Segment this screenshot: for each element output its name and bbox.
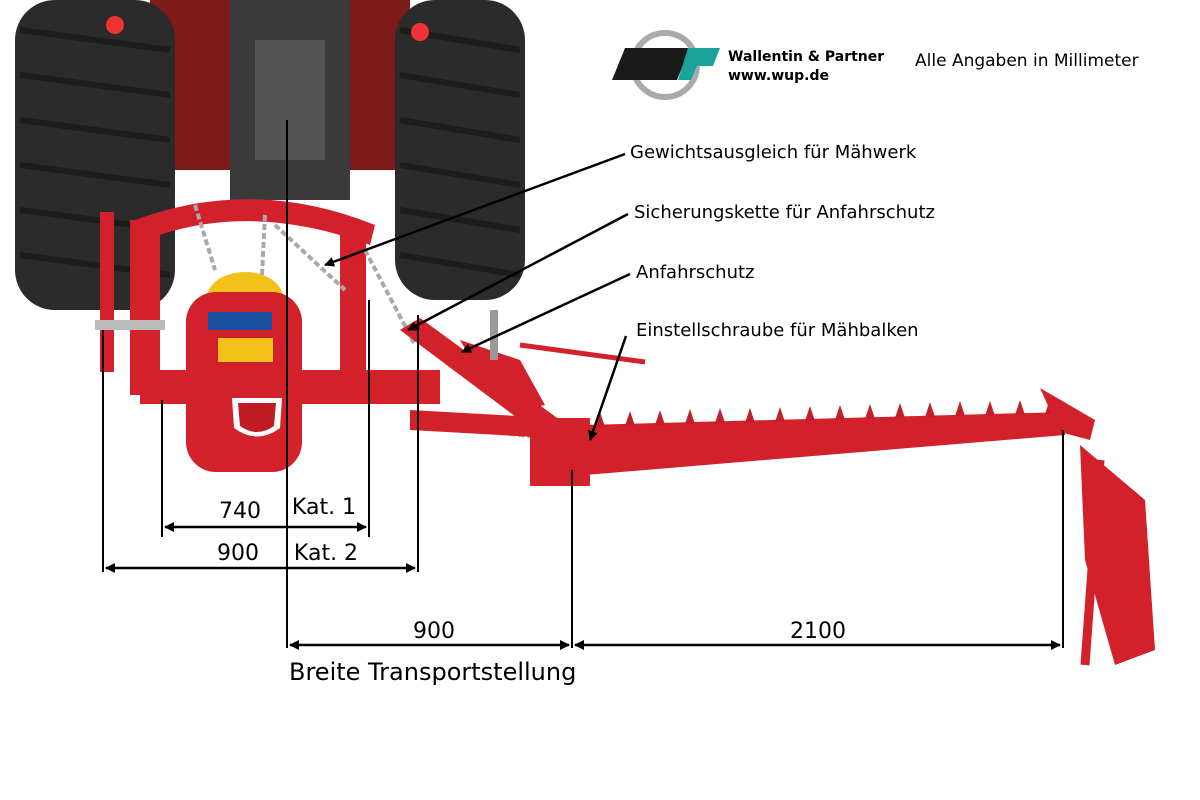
- fpm-emblem-icon: [232, 398, 282, 437]
- logo-company-name: Wallentin & Partner: [728, 49, 884, 65]
- callout-leader-chain: [407, 212, 629, 332]
- dimension-value-cat2: 900: [217, 541, 259, 566]
- dimension-value-cutwidth: 2100: [790, 619, 846, 644]
- dimension-note-cat1: Kat. 1: [292, 495, 356, 520]
- dimension-cutwidth: 2100: [574, 619, 1061, 650]
- units-note: Alle Angaben in Millimeter: [915, 51, 1139, 71]
- callout-leader-weight: [324, 152, 626, 267]
- dimension-cat1: 740 Kat. 1: [164, 495, 367, 532]
- tractor-tire-right-icon: [395, 0, 525, 300]
- callout-weight: Gewichtsausgleich für Mähwerk: [324, 142, 917, 267]
- callout-label-guard: Anfahrschutz: [636, 262, 755, 283]
- dimension-value-cat1: 740: [219, 499, 261, 524]
- dimension-offset: 900: [289, 619, 570, 650]
- callout-guard: Anfahrschutz: [461, 262, 755, 354]
- callout-screw: Einstellschraube für Mähbalken: [588, 320, 919, 441]
- extension-lines: [102, 120, 1064, 648]
- logo-w-icon: [612, 48, 690, 80]
- callout-leader-guard: [461, 272, 631, 354]
- company-logo: Wallentin & Partner www.wup.de: [612, 30, 884, 100]
- dimension-value-offset: 900: [413, 619, 455, 644]
- callout-chain: Sicherungskette für Anfahrschutz: [407, 202, 935, 332]
- cutter-bar-icon: [585, 388, 1155, 666]
- dimension-cat2: 900 Kat. 2: [105, 541, 416, 573]
- callout-label-chain: Sicherungskette für Anfahrschutz: [634, 202, 935, 223]
- logo-p-icon: [678, 48, 720, 80]
- transport-label: Breite Transportstellung: [289, 658, 576, 686]
- tractor-illustration: [15, 0, 525, 310]
- callout-label-screw: Einstellschraube für Mähbalken: [636, 320, 919, 341]
- logo-url: www.wup.de: [728, 68, 829, 84]
- gearbox-cover-icon: [186, 272, 302, 472]
- dimension-note-cat2: Kat. 2: [294, 541, 358, 566]
- callout-label-weight: Gewichtsausgleich für Mähwerk: [630, 142, 917, 163]
- callout-leader-screw: [588, 335, 628, 441]
- mower-illustration: [95, 199, 1155, 666]
